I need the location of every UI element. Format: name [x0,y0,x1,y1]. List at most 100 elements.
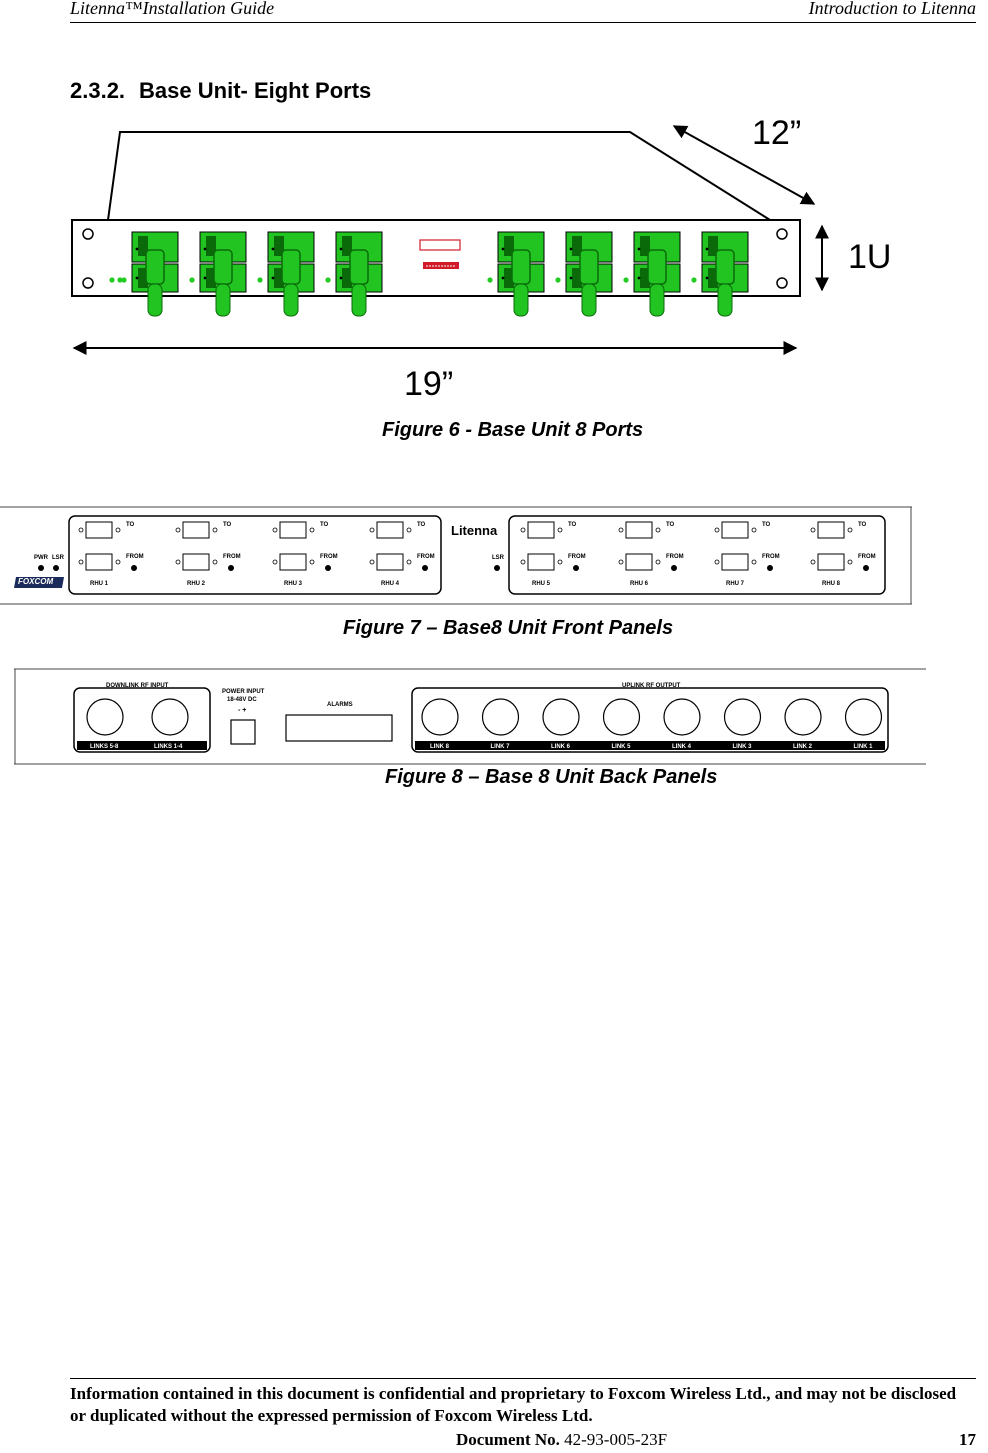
fiber-port-group [691,231,749,317]
status-led [131,565,137,571]
fiber-port-group [325,231,383,317]
figure-7-caption: Figure 7 – Base8 Unit Front Panels [343,617,674,639]
to-label: TO [126,522,135,528]
document-number-value: 42-93-005-23F [564,1430,668,1449]
panel-group-left [68,515,442,595]
rhu-label: RHU 1 [90,581,109,587]
rhu-section: TO FROM RHU 4 [369,521,435,587]
uplink-connector [542,698,580,736]
uplink-link-label: LINK 5 [612,744,632,750]
foxcom-logo: FOXCOM [14,577,64,588]
uplink-link-label: LINK 3 [733,744,753,750]
rhu-section: TO FROM RHU 8 [810,521,876,587]
from-label: FROM [126,554,144,560]
status-led [228,565,234,571]
section-title: Base Unit- Eight Ports [139,78,372,103]
rack-hole [82,228,94,240]
power-spec: 18-48V DC [227,697,257,703]
to-label: TO [223,522,232,528]
uplink-connector [481,698,520,736]
power-polarity: - + [238,707,246,714]
uplink-link-label: LINK 2 [793,744,813,750]
power-connector [230,719,256,745]
uplink-link-label: LINK 1 [854,744,874,750]
rack-hole [776,228,788,240]
from-label: FROM [223,554,241,560]
fiber-port-group [555,231,613,317]
rhu-label: RHU 8 [822,581,841,587]
page-header: Litenna™Installation Guide Introduction … [70,0,976,23]
rhu-section: TO FROM RHU 3 [272,521,338,587]
litenna-logo: Litenna [451,523,498,538]
depth-label: 12” [752,114,801,152]
section-heading: 2.3.2. Base Unit- Eight Ports [70,78,371,104]
uplink-connector [421,698,459,736]
from-label: FROM [417,554,435,560]
figure-8-caption: Figure 8 – Base 8 Unit Back Panels [385,766,718,788]
fiber-port-group [487,231,545,317]
uplink-link-label: LINK 6 [551,744,571,750]
figure-8-back-panel-drawing: DOWNLINK RF INPUT LINKS 5-8 LINKS 1-4 PO… [14,668,926,765]
rhu-section: TO FROM RHU 2 [175,521,241,587]
from-label: FROM [858,554,876,560]
logo-badge [419,239,461,269]
depth-dimension-arrow [672,125,816,205]
rhu-label: RHU 4 [381,581,400,587]
rhu-section: TO FROM RHU 5 [520,521,586,587]
downlink-connector [151,698,189,736]
rhu-label: RHU 7 [726,581,745,587]
header-left: Litenna™Installation Guide [70,0,275,18]
from-label: FROM [568,554,586,560]
status-led [117,277,123,283]
downlink-title: DOWNLINK RF INPUT [106,683,169,689]
document-number-label: Document No. [456,1430,560,1449]
status-led [109,277,115,283]
uplink-link-label: LINK 4 [672,744,692,750]
rhu-label: RHU 5 [532,581,551,587]
downlink-link-label: LINKS 5-8 [90,744,119,750]
panel-group-right [508,515,886,595]
from-label: FROM [320,554,338,560]
to-label: TO [762,522,771,528]
lsr-led-center [494,565,500,571]
front-panel [71,219,801,297]
rhu-section: TO FROM RHU 1 [78,521,144,587]
status-led [671,565,677,571]
uplink-connector [723,698,762,736]
uplink-connector [844,698,883,736]
rhu-label: RHU 3 [284,581,303,587]
uplink-group [411,687,889,753]
uplink-connector [602,698,641,736]
from-label: FROM [666,554,684,560]
uplink-connector [784,698,822,736]
pwr-led [38,565,44,571]
width-label: 19” [404,365,453,400]
fiber-port-group [623,231,681,317]
status-led [422,565,428,571]
header-right: Introduction to Litenna [808,0,976,18]
figure-6-base-unit-drawing: 12” 1U 19” [71,114,891,400]
to-label: TO [858,522,867,528]
uplink-link-label: LINK 8 [430,744,450,750]
section-number: 2.3.2. [70,78,126,103]
downlink-connector [86,698,124,736]
to-label: TO [568,522,577,528]
fiber-port-group [257,231,315,317]
to-label: TO [666,522,675,528]
status-led [767,565,773,571]
downlink-link-label: LINKS 1-4 [154,744,183,750]
to-label: TO [320,522,329,528]
to-label: TO [417,522,426,528]
status-led [573,565,579,571]
status-led [325,565,331,571]
rack-hole [776,277,788,289]
pwr-label: PWR [34,555,49,561]
lsr-label: LSR [52,555,65,561]
rhu-label: RHU 2 [187,581,206,587]
alarms-connector [285,714,393,742]
page-footer: Information contained in this document i… [70,1378,976,1453]
power-title: POWER INPUT [222,689,265,695]
